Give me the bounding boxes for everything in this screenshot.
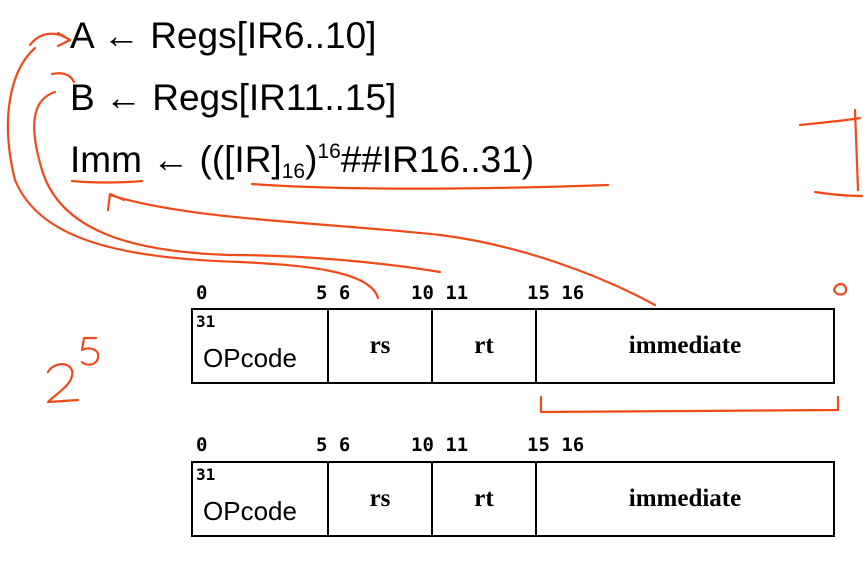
ink-curve-imm (108, 193, 657, 307)
f2-immediate-field: immediate (537, 463, 833, 535)
eq-imm-lhs: Imm (70, 139, 142, 180)
f2-bit-15-16: 15 16 (527, 434, 585, 456)
f2-rt-label: rt (474, 485, 494, 512)
f2-opcode-field: 31 OPcode (193, 463, 329, 535)
instruction-format-2: 31 OPcode rs rt immediate (191, 461, 835, 537)
eq-imm-tail: ##IR16..31) (340, 139, 535, 180)
eq-imm-sup: 16 (317, 140, 341, 163)
eq-b-rhs: Regs[IR11..15] (152, 77, 397, 118)
eq-imm-open: (([IR] (199, 139, 282, 180)
f1-opcode-label: OPcode (203, 343, 297, 373)
f2-immediate-label: immediate (628, 485, 742, 512)
eq-b-arrow: ← (104, 77, 142, 118)
eq-imm-arrow: ← (152, 139, 190, 180)
eq-b-lhs: B (70, 77, 95, 118)
equation-b: B ← Regs[IR11..15] (70, 78, 396, 118)
f1-immediate-label: immediate (628, 332, 742, 359)
f2-opcode-label: OPcode (203, 496, 297, 526)
eq-imm-sub: 16 (281, 160, 306, 183)
f2-rs-field: rs (329, 463, 433, 535)
ink-right-mark (798, 108, 864, 198)
f2-bit-0: 0 (196, 434, 208, 456)
f1-rs-field: rs (329, 310, 433, 382)
f1-bit-5-6: 5 6 (316, 282, 351, 304)
equation-imm: Imm ← (([IR]16)16##IR16..31) (70, 140, 534, 186)
instruction-format-1: 31 OPcode rs rt immediate (191, 308, 835, 384)
f2-rt-field: rt (433, 463, 537, 535)
f1-bit-10-11: 10 11 (411, 282, 469, 304)
f1-bit-0: 0 (196, 282, 208, 304)
ink-digit-5 (80, 336, 100, 366)
ink-digit-2 (46, 363, 80, 404)
ink-underline-ir (250, 182, 610, 190)
f1-rt-label: rt (474, 332, 494, 359)
ink-underline-imm (70, 179, 144, 184)
f1-rs-label: rs (369, 332, 391, 359)
f2-rs-label: rs (369, 485, 391, 512)
f1-bit-31: 31 (196, 312, 216, 331)
f1-immediate-field: immediate (537, 310, 833, 382)
f2-bit-31: 31 (196, 465, 216, 484)
equation-a: A ← Regs[IR6..10] (70, 16, 376, 56)
eq-a-arrow: ← (102, 15, 140, 56)
ink-curve-rt-to-b (33, 90, 442, 274)
f1-opcode-field: 31 OPcode (193, 310, 329, 382)
ink-brace-immediate (539, 395, 840, 414)
eq-a-lhs: A (70, 15, 93, 56)
f1-rt-field: rt (433, 310, 537, 382)
f2-bit-5-6: 5 6 (316, 434, 351, 456)
f2-bit-10-11: 10 11 (411, 434, 469, 456)
f1-bit-15-16: 15 16 (527, 282, 585, 304)
ink-curve-rs-to-a (6, 46, 380, 300)
eq-imm-close: ) (305, 139, 318, 180)
eq-a-rhs: Regs[IR6..10] (150, 15, 377, 56)
